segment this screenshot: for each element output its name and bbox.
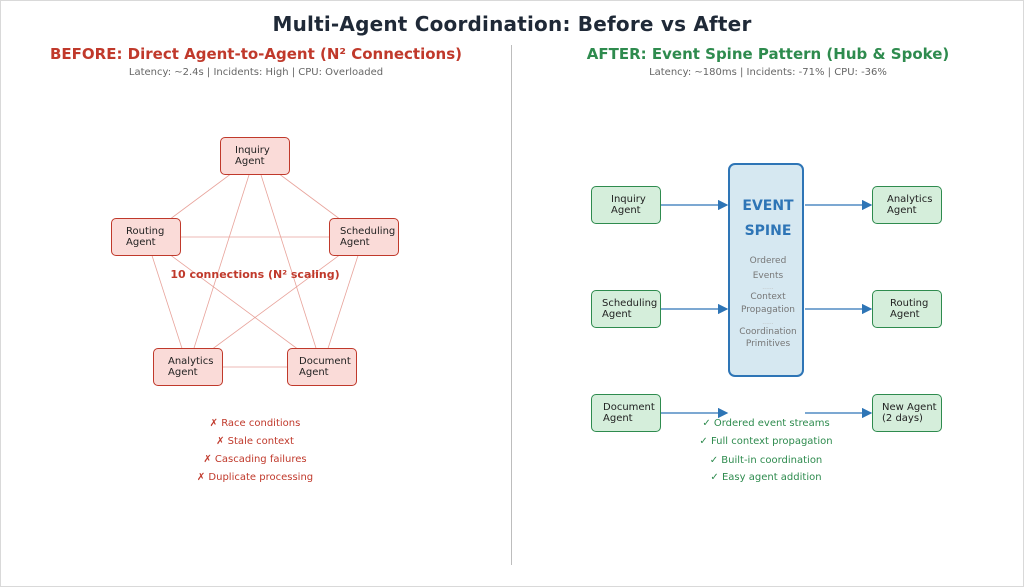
spine-feature-line: Coordination [739,327,797,337]
spine-title-line1: EVENT [742,198,794,214]
before-routing-agent-label: Routing Agent [126,226,165,248]
before-scheduling-agent: Scheduling Agent [329,218,399,256]
before-metrics: Latency: ~2.4s | Incidents: High | CPU: … [128,67,384,78]
after-document-agent-label: Document Agent [603,402,655,424]
benefit-item: ✓ Ordered event streams [702,418,830,429]
event-spine: EVENT SPINE Ordered Events ...... Contex… [728,163,804,377]
problem-item: ✗ Duplicate processing [196,472,314,483]
benefit-item: ✓ Full context propagation [699,436,833,447]
after-scheduling-agent: Scheduling Agent [591,290,661,328]
before-analytics-agent: Analytics Agent [153,348,223,386]
benefit-item: ✓ Built-in coordination [709,455,823,466]
before-inquiry-agent: Inquiry Agent [220,137,290,175]
after-routing-agent: Routing Agent [872,290,942,328]
after-analytics-agent-label: Analytics Agent [887,194,933,216]
after-routing-agent-label: Routing Agent [890,298,929,320]
connections-count-label: 10 connections (N² scaling) [170,268,340,281]
before-inquiry-agent-label: Inquiry Agent [235,145,270,167]
problem-item: ✗ Cascading failures [203,454,307,465]
diagram-title: Multi-Agent Coordination: Before vs Afte… [272,12,752,36]
before-document-agent-label: Document Agent [299,356,351,378]
after-heading: AFTER: Event Spine Pattern (Hub & Spoke) [586,45,950,63]
after-metrics: Latency: ~180ms | Incidents: -71% | CPU:… [649,67,887,78]
before-heading: BEFORE: Direct Agent-to-Agent (N² Connec… [49,45,463,63]
spine-separator: ...... [762,319,774,326]
after-inquiry-agent-label: Inquiry Agent [611,194,646,216]
spine-title-line2: SPINE [744,223,792,239]
before-document-agent: Document Agent [287,348,357,386]
before-routing-agent: Routing Agent [111,218,181,256]
before-scheduling-agent-label: Scheduling Agent [340,226,396,248]
spine-feature-line: Propagation [741,305,795,315]
after-analytics-agent: Analytics Agent [872,186,942,224]
after-document-agent: Document Agent [591,394,661,432]
after-new-agent: New Agent (2 days) [872,394,942,432]
spine-feature-line: Ordered [749,256,787,266]
after-inquiry-agent: Inquiry Agent [591,186,661,224]
spine-feature-line: Events [752,271,784,281]
problem-item: ✗ Race conditions [209,418,301,429]
before-analytics-agent-label: Analytics Agent [168,356,214,378]
spine-feature-line: Context [750,292,786,302]
after-scheduling-agent-label: Scheduling Agent [602,298,658,320]
benefit-item: ✓ Easy agent addition [710,472,822,483]
problem-item: ✗ Stale context [216,436,294,447]
spine-separator: ...... [762,284,774,291]
panel-divider [511,45,512,565]
after-new-agent-label: New Agent (2 days) [882,402,937,424]
spine-feature-line: Primitives [745,339,791,349]
